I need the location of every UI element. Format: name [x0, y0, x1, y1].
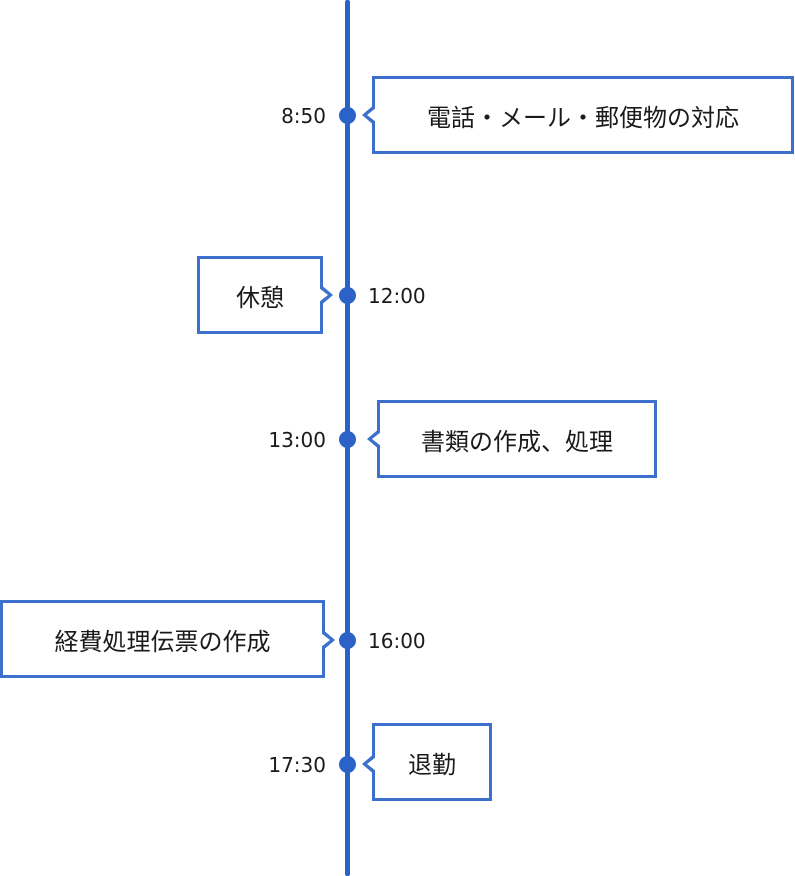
event-callout: 退勤: [372, 723, 492, 801]
event-label: 電話・メール・郵便物の対応: [427, 103, 739, 132]
event-time: 13:00: [268, 428, 326, 452]
event-callout: 経費処理伝票の作成: [0, 600, 325, 678]
callout-pointer: [362, 753, 376, 775]
timeline-dot: [339, 431, 356, 448]
callout-pointer: [362, 104, 376, 126]
event-callout: 電話・メール・郵便物の対応: [372, 76, 794, 154]
event-callout: 休憩: [197, 256, 323, 334]
event-callout: 書類の作成、処理: [377, 400, 657, 478]
event-label: 経費処理伝票の作成: [54, 627, 271, 656]
event-time: 12:00: [368, 284, 426, 308]
event-label: 書類の作成、処理: [421, 427, 613, 456]
callout-pointer: [321, 629, 335, 651]
timeline-dot: [339, 632, 356, 649]
timeline-dot: [339, 107, 356, 124]
callout-pointer: [319, 284, 333, 306]
event-time: 17:30: [268, 753, 326, 777]
timeline-dot: [339, 287, 356, 304]
timeline-dot: [339, 756, 356, 773]
event-label: 休憩: [236, 283, 284, 312]
callout-pointer: [367, 428, 381, 450]
event-label: 退勤: [408, 750, 456, 779]
event-time: 16:00: [368, 629, 426, 653]
event-time: 8:50: [281, 104, 326, 128]
